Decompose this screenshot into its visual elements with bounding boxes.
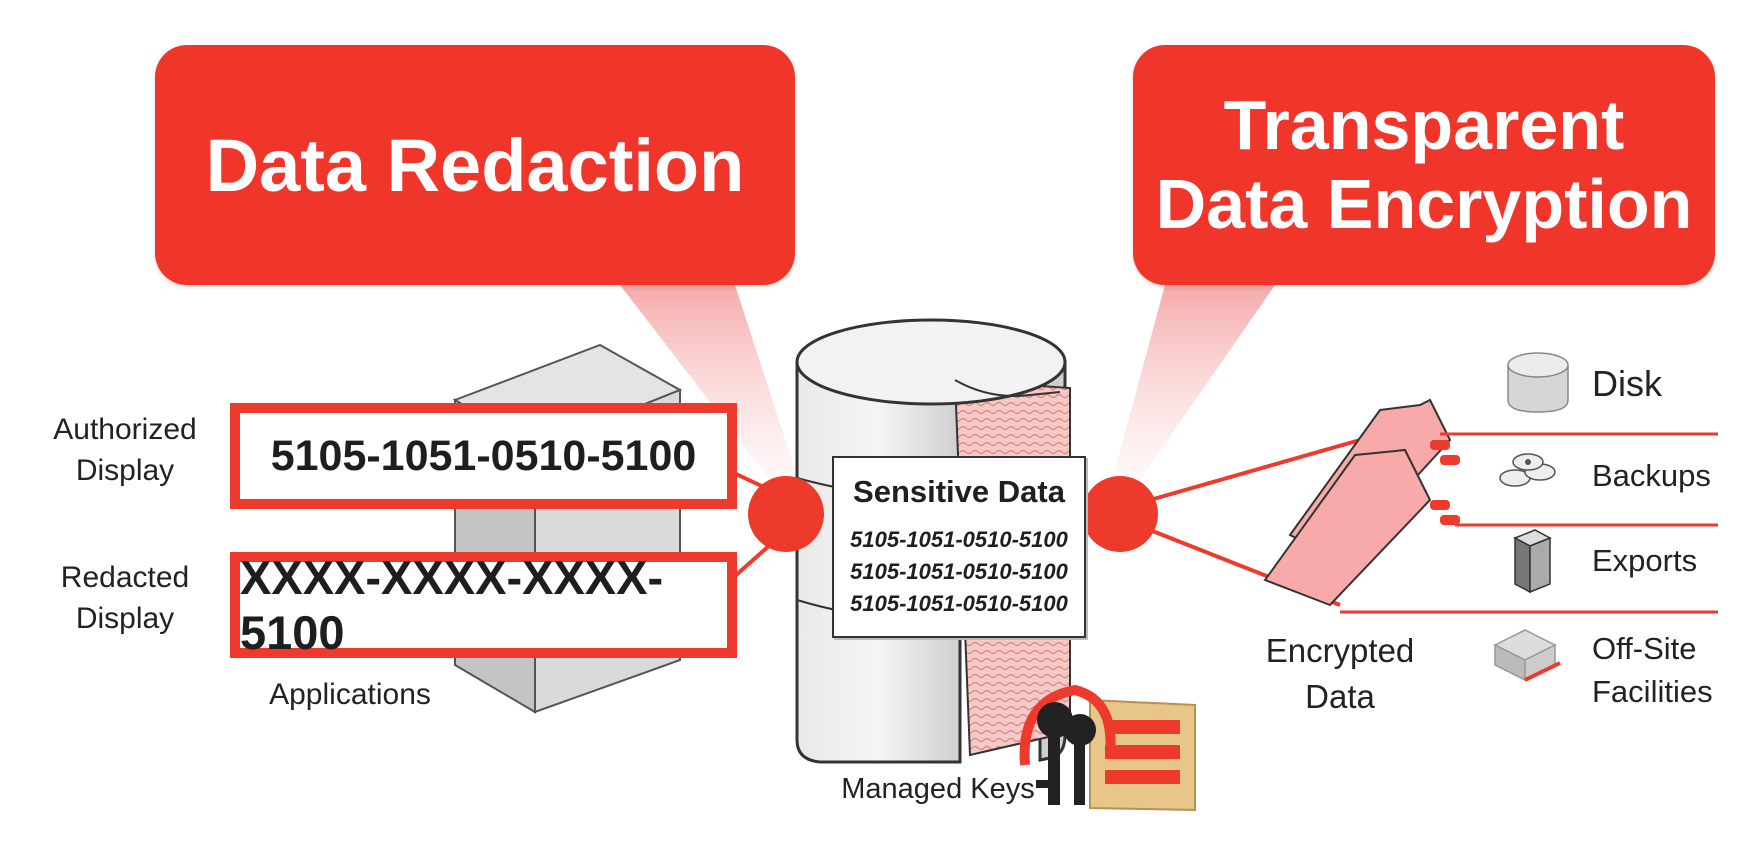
right-connector-dot — [1082, 476, 1158, 552]
off-site-icon — [1493, 629, 1561, 682]
exports-label: Exports — [1592, 543, 1698, 578]
data-redaction-callout: Data Redaction — [155, 45, 795, 285]
exports-icon — [1513, 529, 1552, 594]
tde-title-line2: Data Encryption — [1155, 165, 1693, 243]
sensitive-row: 5105-1051-0510-5100 — [850, 591, 1068, 616]
right-beam — [1115, 285, 1275, 480]
authorized-display-label: Authorized Display — [40, 410, 210, 491]
applications-caption: Applications — [269, 678, 431, 711]
off-site-label: Off-Site Facilities — [1592, 627, 1713, 714]
left-connector-dot — [748, 476, 824, 552]
backups-icon — [1499, 453, 1556, 487]
authorized-label-line1: Authorized — [53, 413, 197, 446]
encrypt-connector-top — [1149, 438, 1361, 502]
backups-label: Backups — [1592, 458, 1711, 493]
encrypted-data-icon — [1263, 398, 1460, 607]
sensitive-row: 5105-1051-0510-5100 — [850, 527, 1068, 552]
encrypted-label-line2: Data — [1305, 678, 1375, 716]
tde-callout: Transparent Data Encryption — [1133, 45, 1715, 285]
redacted-display-value: XXXX-XXXX-XXXX-5100 — [230, 551, 737, 659]
encrypted-label-line1: Encrypted — [1265, 632, 1415, 669]
tde-title-line1: Transparent — [1223, 85, 1625, 164]
authorized-label-line2: Display — [75, 453, 175, 487]
disk-icon — [1507, 352, 1569, 413]
data-redaction-title: Data Redaction — [205, 123, 745, 207]
disk-label: Disk — [1592, 363, 1662, 404]
off-site-label-line2: Facilities — [1592, 674, 1713, 710]
sensitive-data-card: Sensitive Data 5105-1051-0510-5100 5105-… — [832, 456, 1086, 638]
encrypted-data-label: Encrypted Data — [1250, 628, 1430, 720]
managed-keys-label: Managed Keys — [841, 773, 1035, 805]
sensitive-data-title: Sensitive Data — [853, 474, 1065, 509]
managed-keys-icon — [1019, 684, 1196, 812]
redacted-label-line2: Display — [75, 601, 175, 635]
left-beam — [620, 285, 795, 480]
redacted-display-label: Redacted Display — [40, 558, 210, 639]
authorized-display-value: 5105-1051-0510-5100 — [230, 403, 737, 509]
off-site-label-line1: Off-Site — [1592, 631, 1697, 666]
redacted-label-line1: Redacted — [60, 561, 190, 594]
sensitive-row: 5105-1051-0510-5100 — [850, 559, 1068, 584]
